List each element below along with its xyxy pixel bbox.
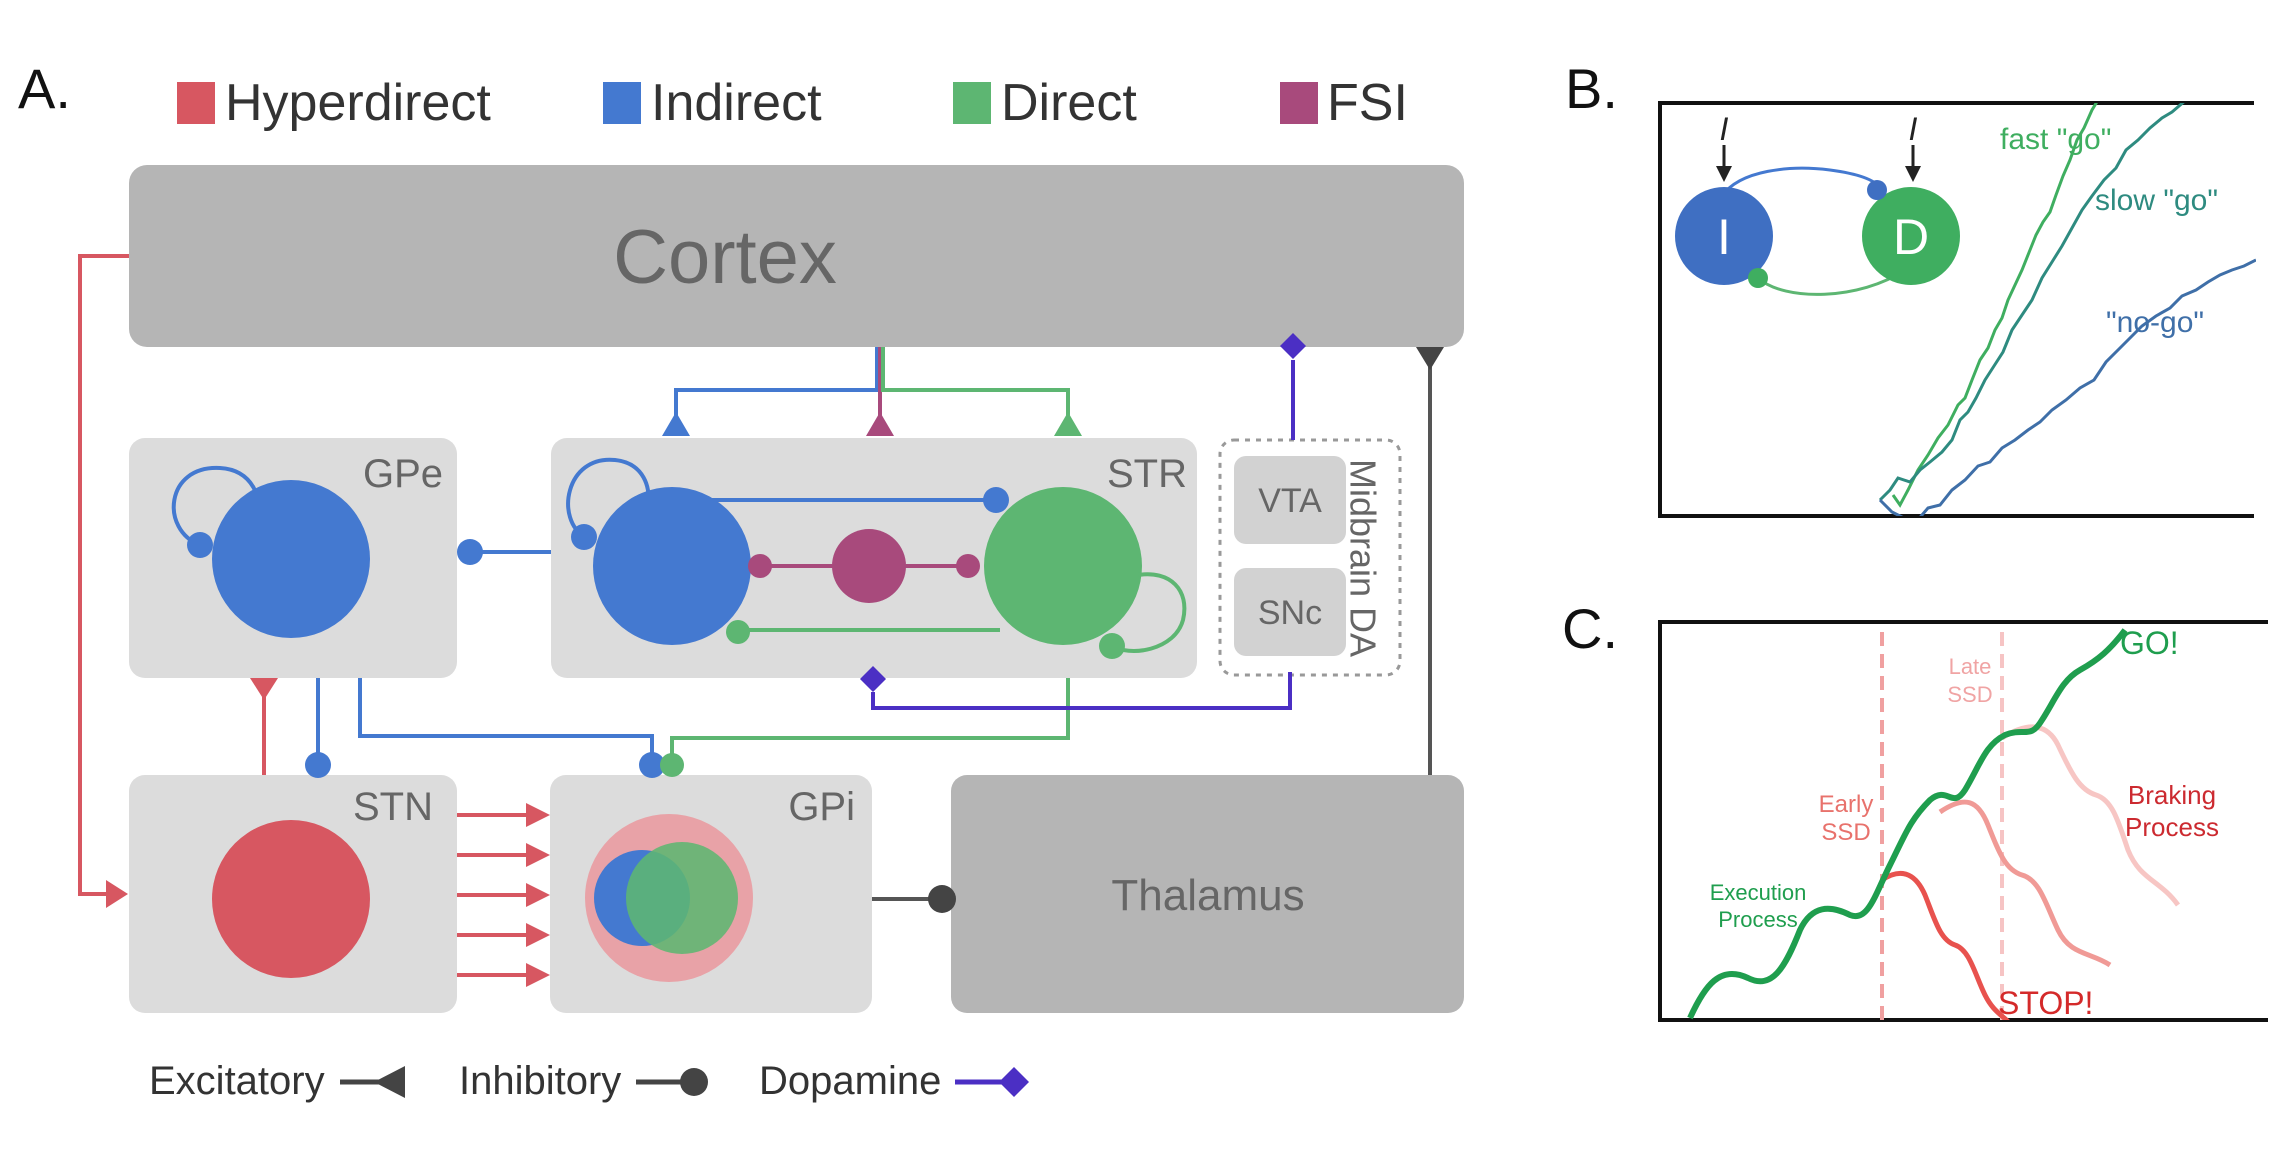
snc-label: SNc [1258, 594, 1322, 632]
hyperdirect-arrow-stn [106, 880, 128, 908]
go-label: GO! [2120, 625, 2179, 661]
snc-box [1234, 568, 1346, 656]
thalamus-label: Thalamus [1111, 871, 1304, 920]
cortex-str-trunk-green [881, 347, 1070, 420]
cortex-box [129, 165, 1464, 347]
stn-label: STN [353, 785, 433, 829]
panel-a-letter: A. [18, 57, 71, 120]
trace-no-go-label: "no-go" [2106, 306, 2204, 339]
vta-box [1234, 456, 1346, 544]
late-ssd-label-1: Late [1949, 654, 1992, 679]
braking-curve-mid [1938, 799, 2112, 968]
synapse-legend: Excitatory Inhibitory Dopamine [149, 1059, 1029, 1103]
node-i-label: I [1717, 209, 1731, 265]
panel-c-curves [1687, 628, 2181, 1020]
trace-fast-go-label: fast "go" [2000, 123, 2111, 156]
trace-slow-go [1878, 103, 2185, 502]
legend-swatch-fsi [1280, 82, 1318, 124]
connections [78, 254, 1444, 987]
gpe-neuron [171, 465, 370, 638]
gpi-neuron [585, 814, 753, 982]
node-d-label: D [1893, 209, 1929, 265]
panel-b-letter: B. [1565, 57, 1618, 120]
legend-label-fsi: FSI [1327, 74, 1408, 132]
str-neurons [566, 457, 1187, 659]
cortex-label: Cortex [613, 215, 837, 300]
str-label: STR [1107, 452, 1187, 496]
early-ssd-label-1: Early [1819, 791, 1874, 818]
str-gpi-direct [670, 678, 1070, 762]
gpe-label: GPe [363, 452, 443, 496]
legend-swatch-hyperdirect [177, 82, 215, 124]
legend-label-indirect: Indirect [651, 74, 822, 132]
input-label-d: I [1909, 111, 1918, 147]
panel-c-frame [1658, 620, 2268, 1022]
legend-swatch-direct [953, 82, 991, 124]
panel-c-letter: C. [1562, 597, 1618, 660]
trace-slow-go-label: slow "go" [2095, 184, 2218, 217]
early-ssd-label-2: SSD [1821, 819, 1870, 846]
pathway-legend: Hyperdirect Indirect Direct FSI [177, 74, 1408, 132]
cortex-str-trunk-blue [674, 347, 879, 420]
stop-label: STOP! [1998, 985, 2093, 1021]
legend-inhibitory-label: Inhibitory [459, 1059, 621, 1103]
braking-curve-early [1880, 870, 2010, 1020]
trace-fast-go [1891, 103, 2098, 508]
legend-excitatory-label: Excitatory [149, 1059, 325, 1103]
gpe-gpi-inhibit [358, 678, 654, 762]
vta-label: VTA [1258, 482, 1322, 520]
execution-curve [1687, 628, 2128, 1020]
midbrain-label: Midbrain DA [1342, 459, 1383, 657]
legend-label-hyperdirect: Hyperdirect [225, 74, 491, 132]
braking-label-1: Braking [2128, 780, 2216, 810]
hyperdirect-cortex-stn [78, 254, 129, 896]
input-label-i: I [1720, 111, 1729, 147]
trace-no-go [1878, 258, 2256, 516]
thalamus-box [951, 775, 1464, 1013]
node-d [1862, 187, 1960, 285]
late-ssd-label-2: SSD [1947, 682, 1992, 707]
legend-dopamine-label: Dopamine [759, 1059, 941, 1103]
panel-b-inset: I I I D [1675, 111, 1960, 296]
braking-label-2: Process [2125, 812, 2219, 842]
snc-str-dopamine [871, 672, 1292, 710]
node-i [1675, 187, 1773, 285]
stn-gpi-arrows [457, 803, 550, 987]
stn-gpe-arrow [250, 678, 278, 700]
execution-label-2: Process [1718, 907, 1797, 932]
stn-neuron [212, 820, 370, 978]
panel-b-traces [1878, 103, 2256, 516]
braking-curve-late [2000, 724, 2181, 907]
execution-label-1: Execution [1710, 880, 1807, 905]
legend-label-direct: Direct [1001, 74, 1137, 132]
legend-swatch-indirect [603, 82, 641, 124]
panel-b-frame [1658, 101, 2254, 518]
gpi-label: GPi [788, 785, 855, 829]
